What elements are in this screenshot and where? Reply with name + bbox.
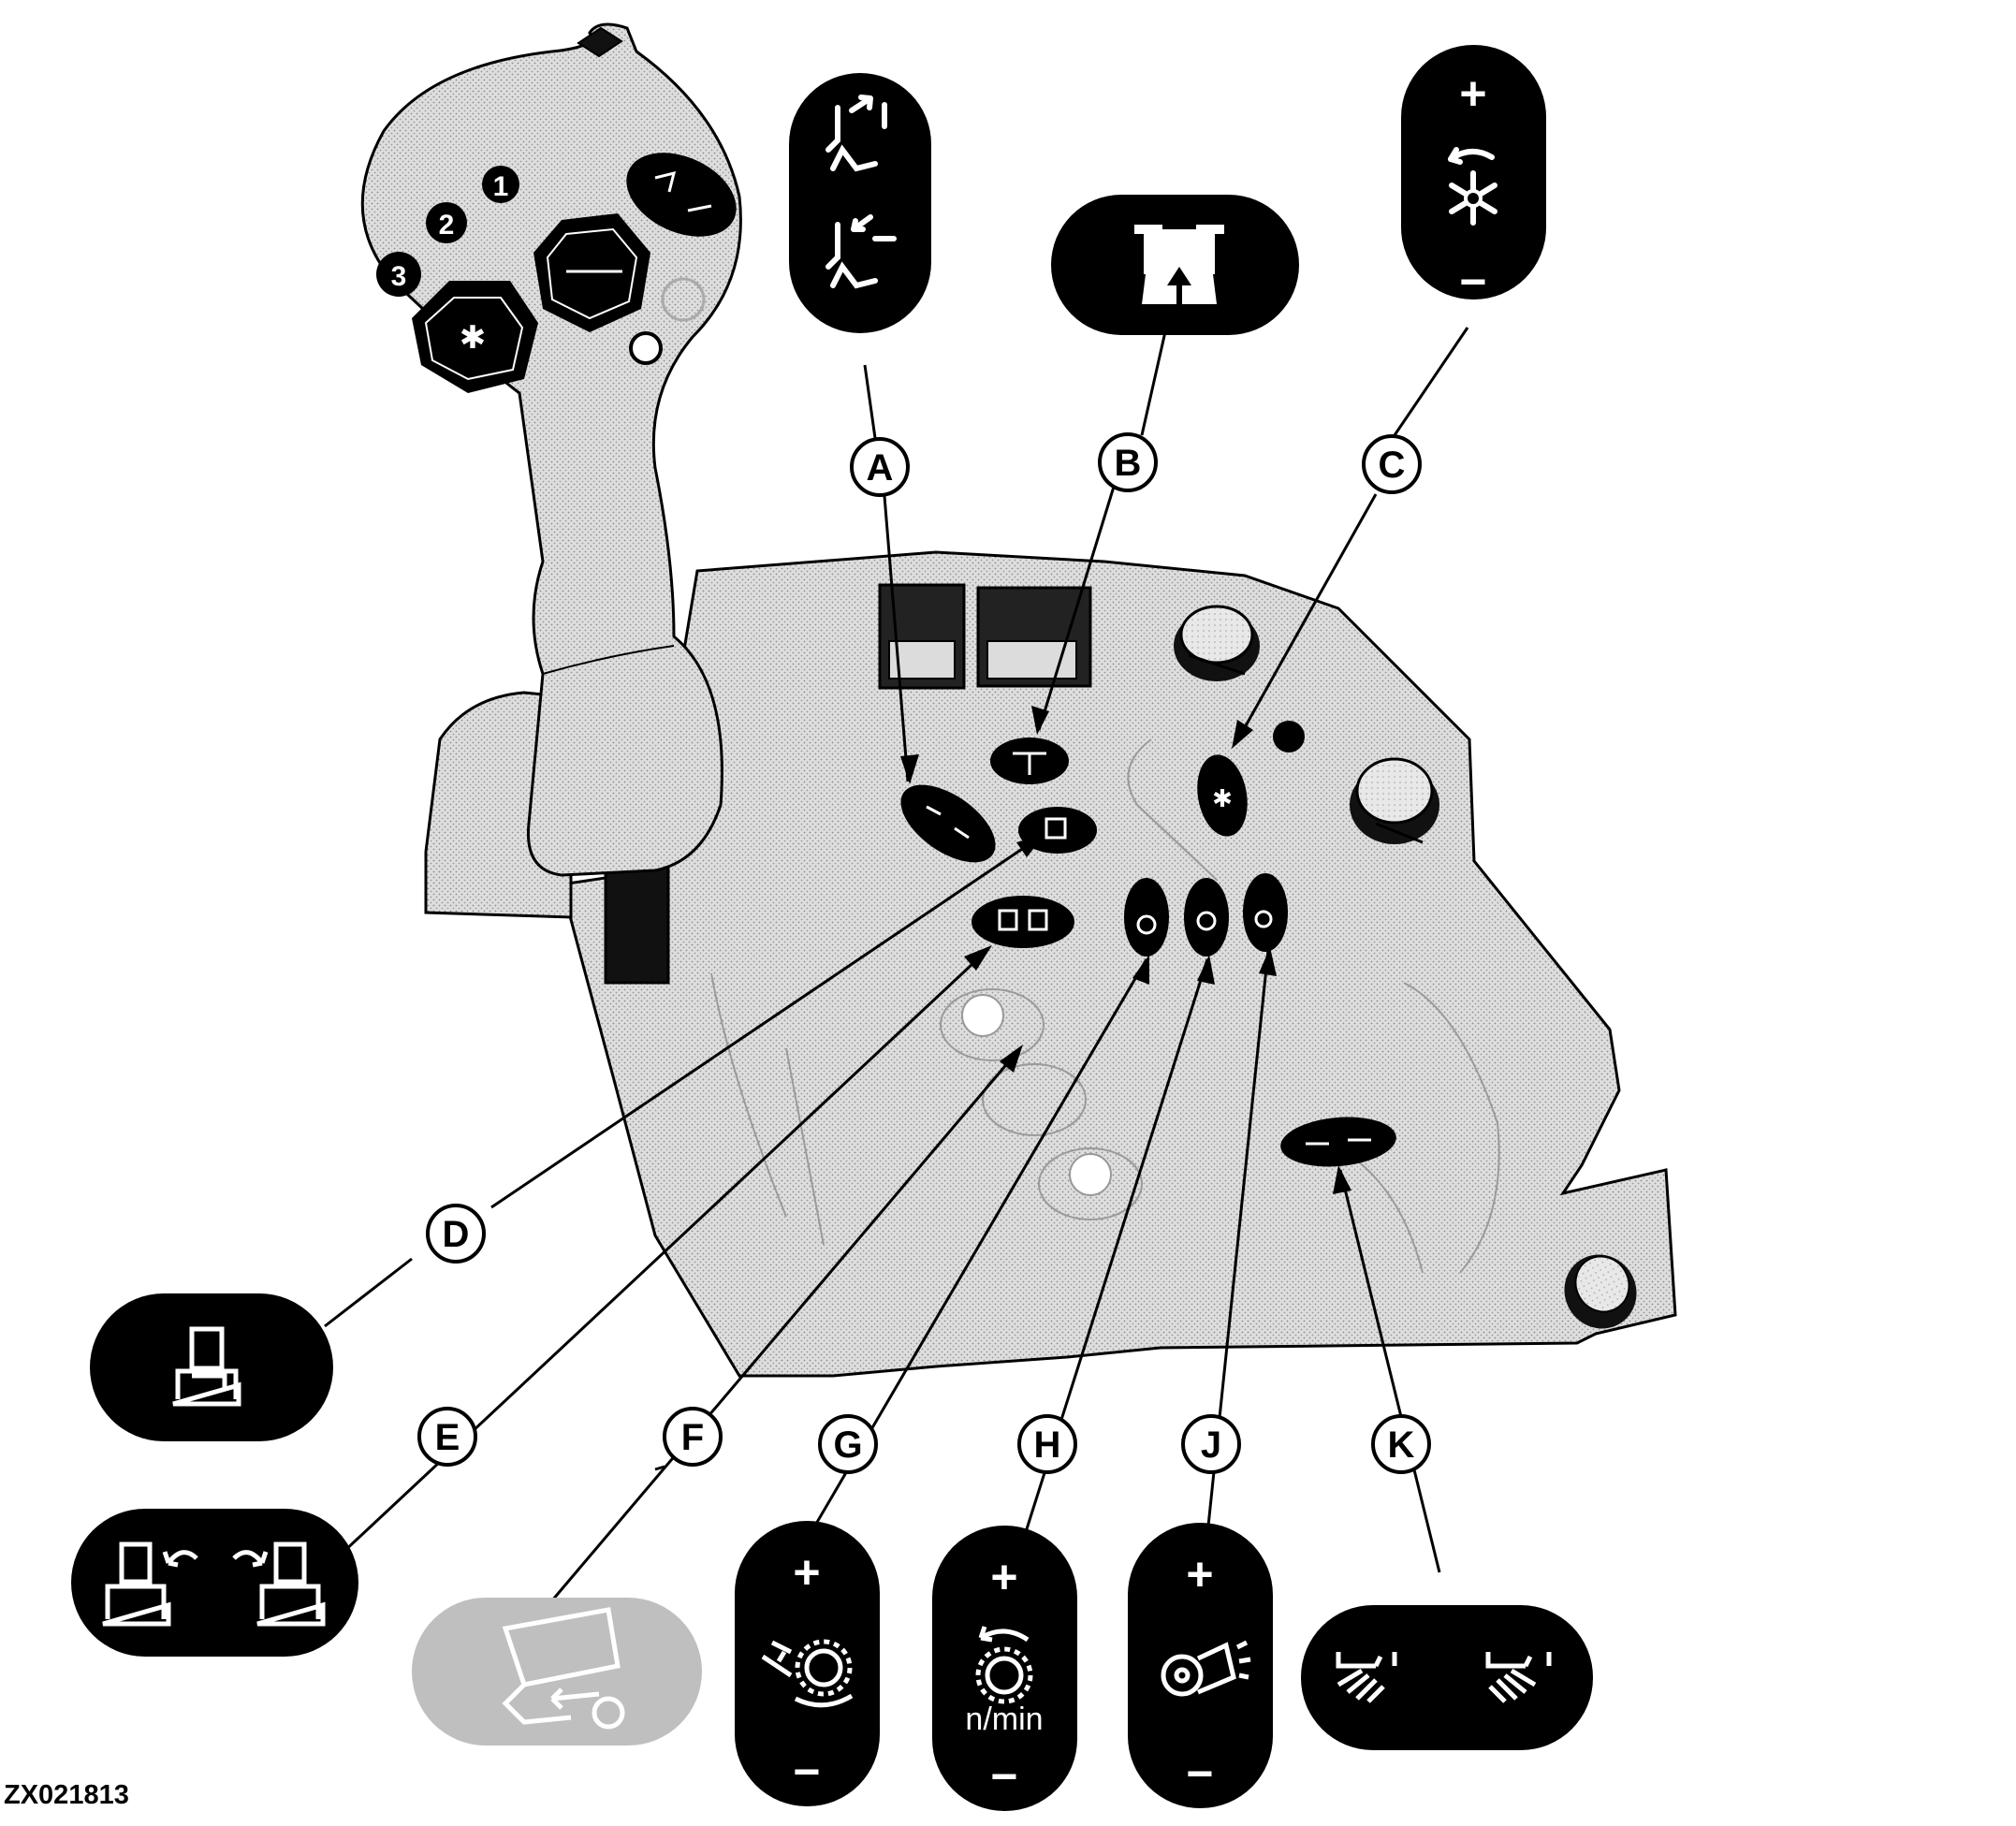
symbol-C-reel-speed: + − — [1401, 45, 1546, 308]
svg-text:2: 2 — [439, 210, 455, 241]
symbol-A-header-raise-lower — [789, 73, 931, 333]
svg-text:G: G — [833, 1424, 862, 1466]
console-button-e — [971, 896, 1074, 948]
svg-text:−: − — [1459, 256, 1486, 308]
callout-H: H — [1017, 1414, 1077, 1474]
indicator-dot — [1273, 721, 1305, 752]
console-button-k — [1280, 1117, 1396, 1167]
console-button-a — [900, 784, 996, 863]
svg-text:K: K — [1388, 1424, 1415, 1466]
callout-J: J — [1181, 1414, 1241, 1474]
figure-id-label: ZX021813 — [4, 1780, 129, 1810]
callout-E: E — [417, 1407, 477, 1467]
leader-arrowheads — [900, 706, 1351, 1194]
symbol-J-fan-speed: + − — [1128, 1523, 1273, 1808]
joystick-reel-octagon-pad: ✱ — [412, 281, 538, 393]
right-rotary-knob — [1350, 757, 1439, 844]
callout-A: A — [850, 437, 910, 497]
joystick-side-ring — [661, 277, 706, 322]
symbol-F-unloading-auger — [412, 1598, 702, 1746]
callout-F: F — [663, 1407, 723, 1467]
console-button-b — [990, 738, 1069, 784]
svg-text:✱: ✱ — [460, 320, 487, 356]
joystick-top-marker — [577, 26, 623, 58]
console-button-h — [1184, 878, 1229, 957]
svg-text:D: D — [443, 1214, 470, 1255]
symbol-B-road-mode — [1051, 195, 1299, 335]
svg-text:+: + — [990, 1551, 1017, 1603]
svg-text:C: C — [1379, 445, 1406, 486]
joystick-header-octagon-pad — [533, 213, 650, 332]
svg-text:J: J — [1201, 1424, 1221, 1466]
svg-text:F: F — [681, 1417, 704, 1458]
svg-text:−: − — [990, 1750, 1017, 1803]
svg-text:+: + — [1186, 1548, 1213, 1600]
callout-K: K — [1371, 1414, 1431, 1474]
joystick-auto-button — [626, 153, 737, 237]
svg-text:+: + — [793, 1546, 820, 1599]
joystick-button-3: 3 — [376, 252, 421, 297]
svg-text:n/min: n/min — [965, 1702, 1043, 1737]
bottom-right-dial — [1564, 1254, 1637, 1329]
symbol-E-header-tilt — [71, 1509, 358, 1657]
callout-G: G — [818, 1414, 878, 1474]
console-panel — [560, 550, 1677, 1378]
joystick-button-2: 2 — [426, 202, 467, 243]
svg-text:−: − — [1186, 1747, 1213, 1800]
console-button-f-area — [961, 994, 1112, 1196]
symbol-D-header-float — [90, 1293, 333, 1441]
callout-D: D — [426, 1204, 486, 1264]
panel-contours — [710, 738, 1500, 1274]
console-button-c: ✱ — [1197, 754, 1248, 837]
svg-text:3: 3 — [391, 261, 407, 292]
svg-text:A: A — [867, 447, 894, 489]
symbol-G-header-reel-speed: + − — [735, 1521, 880, 1806]
svg-text:−: − — [793, 1746, 820, 1798]
console-button-g — [1124, 878, 1169, 957]
symbol-H-rotor-speed: + n/min − — [932, 1526, 1077, 1811]
callout-B: B — [1098, 432, 1158, 492]
console-button-j — [1243, 873, 1288, 952]
callout-C: C — [1362, 434, 1422, 494]
svg-text:E: E — [435, 1417, 460, 1458]
joystick-button-1: 1 — [482, 166, 519, 203]
svg-text:+: + — [1459, 67, 1486, 120]
joystick-small-button — [629, 331, 663, 365]
svg-text:B: B — [1115, 443, 1142, 484]
svg-text:1: 1 — [493, 171, 509, 202]
symbol-K-side-knives — [1301, 1605, 1593, 1750]
svg-text:✱: ✱ — [1212, 784, 1233, 812]
upper-rotary-knob — [1174, 605, 1260, 681]
joystick-body — [360, 22, 742, 877]
rocker-switch-bank — [878, 583, 1092, 690]
joystick-shaft — [604, 864, 670, 985]
svg-text:H: H — [1034, 1424, 1061, 1466]
